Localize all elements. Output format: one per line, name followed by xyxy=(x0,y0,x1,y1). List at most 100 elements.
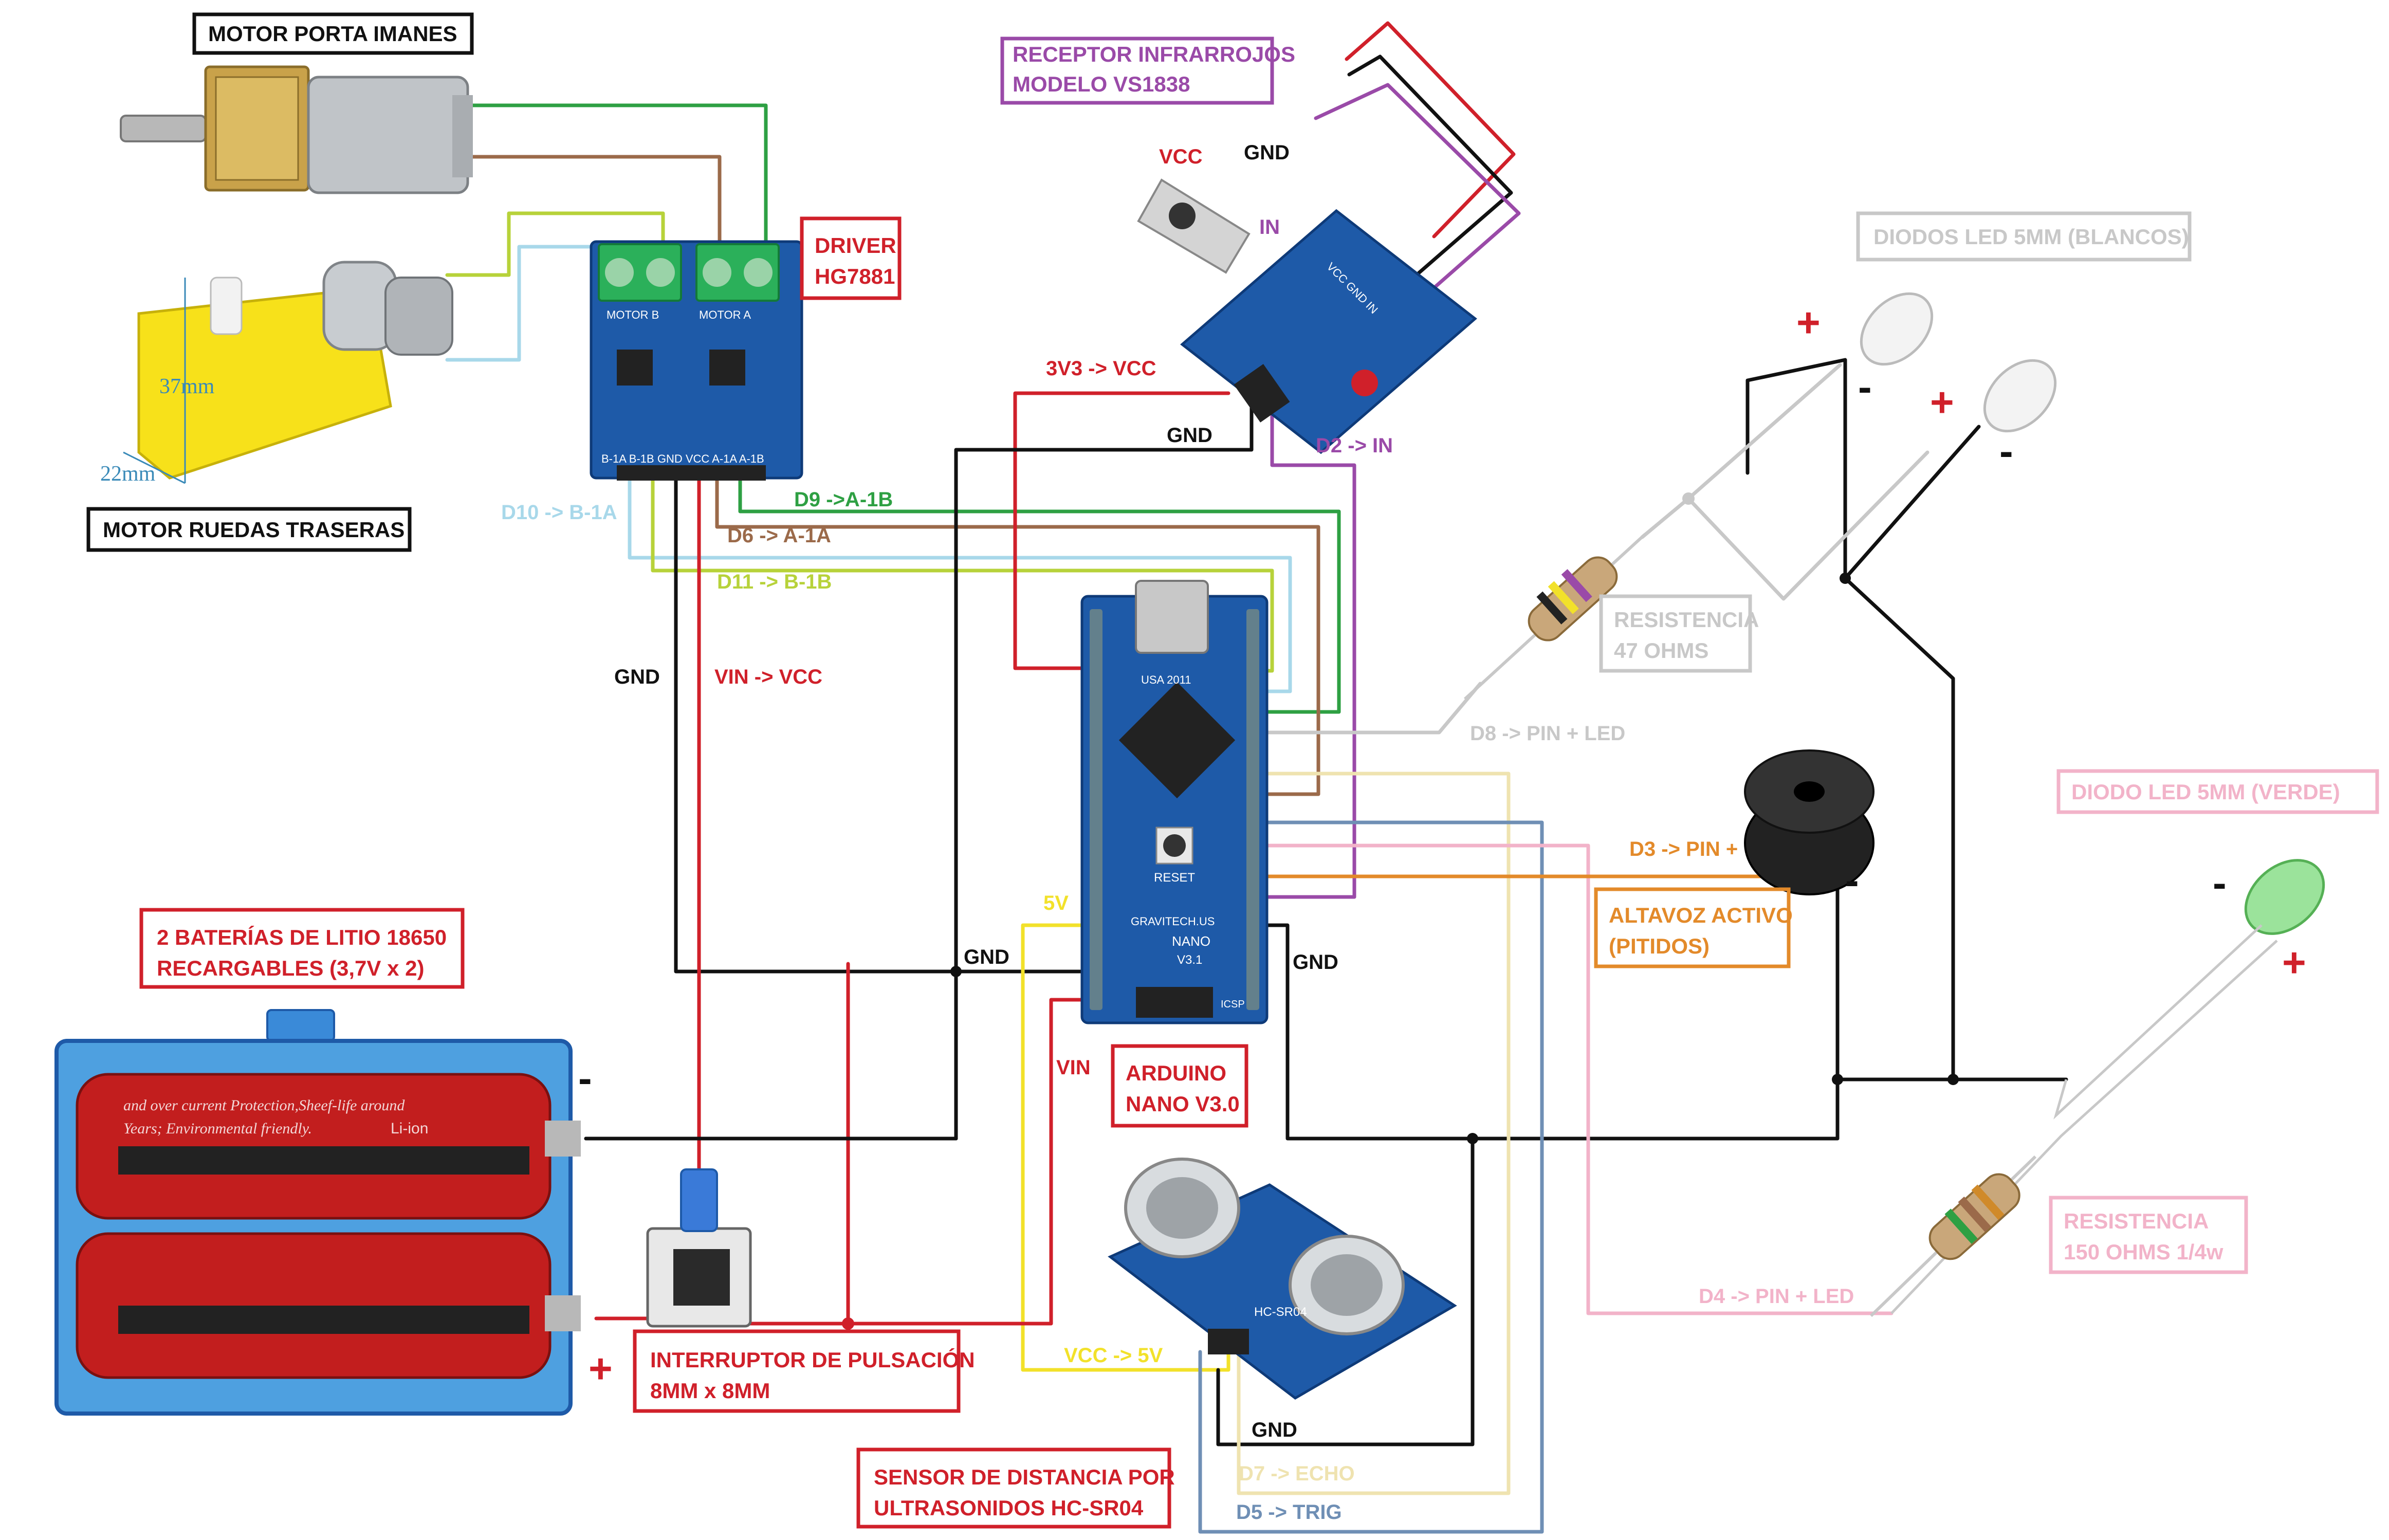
buzzer xyxy=(1744,749,1875,895)
wire-driver-vcc xyxy=(697,476,850,1326)
title-boxes xyxy=(86,12,2379,1529)
wire-leds-gray2 xyxy=(1686,363,1842,501)
wire-ir-top-red xyxy=(1345,21,1516,239)
label-gnd-left: GND xyxy=(614,666,660,688)
wire-gnd-sensor xyxy=(1216,1136,1475,1446)
label-gnd-right: GND xyxy=(1293,951,1338,974)
title-res150-1: RESISTENCIA xyxy=(2064,1209,2209,1233)
box-led-verde xyxy=(2056,769,2379,814)
title-altavoz-1: ALTAVOZ ACTIVO xyxy=(1609,903,1793,927)
polarity-signs: - + + - + - - - + xyxy=(578,300,2306,1391)
title-motor-imanes: MOTOR PORTA IMANES xyxy=(208,22,457,46)
sign-led2-minus: - xyxy=(1999,428,2013,474)
battery-pack: and over current Protection,Sheef-life a… xyxy=(54,1009,581,1416)
title-leds-blancos: DIODOS LED 5MM (BLANCOS) xyxy=(1873,225,2189,249)
sign-buzzer-minus: - xyxy=(1845,857,1859,903)
driver-pins-text: B-1A B-1B GND VCC A-1A A-1B xyxy=(601,452,764,465)
battery-liion: Li-ion xyxy=(391,1120,428,1137)
wire-leds-gray xyxy=(1686,450,1929,601)
wire-gnd-white-leds xyxy=(1745,358,1955,1081)
label-3v3-vcc: 3V3 -> VCC xyxy=(1046,357,1156,380)
label-gnd-sensor: GND xyxy=(1252,1419,1297,1441)
box-arduino xyxy=(1111,1044,1248,1128)
title-interruptor-1: INTERRUPTOR DE PULSACIÓN xyxy=(650,1347,975,1372)
wire-motor-ruedas-lime xyxy=(445,211,665,277)
sensor-model-text: HC-SR04 xyxy=(1254,1305,1307,1319)
sign-bat-plus: + xyxy=(589,1346,613,1391)
label-d7: D7 -> ECHO xyxy=(1239,1462,1355,1485)
title-res47-2: 47 OHMS xyxy=(1614,638,1708,663)
wire-d11 xyxy=(651,476,1274,673)
white-led-2 xyxy=(1983,359,2057,433)
driver-motor-b: MOTOR B xyxy=(607,308,659,321)
wires xyxy=(445,21,2068,1534)
label-d3: D3 -> PIN + xyxy=(1629,838,1738,860)
wire-motor-imanes-green xyxy=(461,103,768,269)
title-driver-2: HG7881 xyxy=(815,264,895,288)
wire-driver-gnd xyxy=(674,476,1089,974)
sign-green-minus: - xyxy=(2213,860,2227,906)
wire-d8 xyxy=(1260,682,1482,735)
wire-d4 xyxy=(1260,844,1894,1315)
title-driver-1: DRIVER xyxy=(815,233,896,258)
arduino-version-text: V3.1 xyxy=(1177,953,1202,967)
push-switch xyxy=(646,1168,752,1328)
wire-ir-top-purple xyxy=(1314,83,1521,290)
arduino-reset-text: RESET xyxy=(1154,871,1195,885)
title-receptor-1: RECEPTOR INFRARROJOS xyxy=(1013,42,1295,66)
junctions xyxy=(842,492,1959,1330)
sign-bat-minus: - xyxy=(578,1055,592,1101)
box-altavoz xyxy=(1594,887,1791,968)
ir-receiver-module: VCC GND IN xyxy=(1137,178,1477,454)
junction-gnd-3 xyxy=(1832,1074,1843,1085)
ultrasonic-sensor: HC-SR04 xyxy=(1108,1158,1457,1400)
label-d10: D10 -> B-1A xyxy=(501,501,617,524)
label-d5: D5 -> TRIG xyxy=(1236,1501,1342,1524)
dim-depth: 22mm xyxy=(100,462,156,486)
wire-ir-top-black xyxy=(1347,54,1513,280)
title-arduino-1: ARDUINO xyxy=(1126,1061,1226,1085)
title-baterias-2: RECARGABLES (3,7V x 2) xyxy=(157,956,424,980)
sign-led1-minus: - xyxy=(1858,364,1872,410)
label-vin: VIN xyxy=(1056,1056,1091,1079)
battery-text-1: and over current Protection,Sheef-life a… xyxy=(123,1097,405,1114)
label-ir-gnd: GND xyxy=(1244,141,1290,164)
wire-vin xyxy=(846,998,1089,1326)
motor-porta-imanes xyxy=(120,65,473,194)
resistor-47 xyxy=(1463,533,1646,701)
motor-ruedas-traseras: 37mm 22mm xyxy=(100,261,453,486)
label-ir-vcc: VCC xyxy=(1159,145,1202,168)
box-motor-ruedas xyxy=(86,507,412,552)
junction-gnd-1 xyxy=(950,966,962,977)
battery-text-2: Years; Environmental friendly. xyxy=(123,1120,312,1137)
title-arduino-2: NANO V3.0 xyxy=(1126,1092,1240,1116)
label-vcc-5v: VCC -> 5V xyxy=(1064,1344,1163,1367)
junction-gnd-5 xyxy=(1840,573,1851,584)
wire-gnd-white-2 xyxy=(1843,425,1981,580)
box-driver xyxy=(800,216,902,300)
junction-gray xyxy=(1682,492,1695,505)
wire-arduino-gnd-right xyxy=(1260,877,1840,1141)
wire-labels: VCC GND IN 3V3 -> VCC GND D2 -> IN D10 -… xyxy=(501,141,1854,1524)
label-vin-vcc: VIN -> VCC xyxy=(714,666,822,688)
arduino-icsp-text: ICSP xyxy=(1221,999,1245,1010)
arduino-nano-board: RESET GRAVITECH.US NANO V3.1 USA 2011 IC… xyxy=(1080,580,1269,1024)
arduino-model-text: NANO xyxy=(1172,933,1210,949)
label-5v: 5V xyxy=(1043,892,1069,914)
title-texts: MOTOR PORTA IMANES MOTOR RUEDAS TRASERAS… xyxy=(103,22,2340,1520)
driver-hg7881-board: MOTOR B MOTOR A B-1A B-1B GND VCC A-1A A… xyxy=(590,240,803,481)
sign-led1-plus: + xyxy=(1796,300,1821,345)
label-gnd-ir: GND xyxy=(1167,424,1212,447)
dim-height: 37mm xyxy=(159,375,215,398)
wire-d5 xyxy=(1198,820,1544,1534)
wire-motor-imanes-brown xyxy=(461,155,722,269)
label-d8: D8 -> PIN + LED xyxy=(1470,722,1625,745)
title-altavoz-2: (PITIDOS) xyxy=(1609,934,1710,958)
title-res150-2: 150 OHMS 1/4w xyxy=(2064,1240,2223,1264)
junction-gnd-2 xyxy=(1467,1133,1478,1144)
label-d6: D6 -> A-1A xyxy=(727,524,831,547)
wire-d6 xyxy=(715,476,1320,796)
label-d4: D4 -> PIN + LED xyxy=(1699,1285,1854,1308)
wire-d3 xyxy=(1260,861,1786,878)
wire-ir-vcc xyxy=(1013,391,1230,670)
